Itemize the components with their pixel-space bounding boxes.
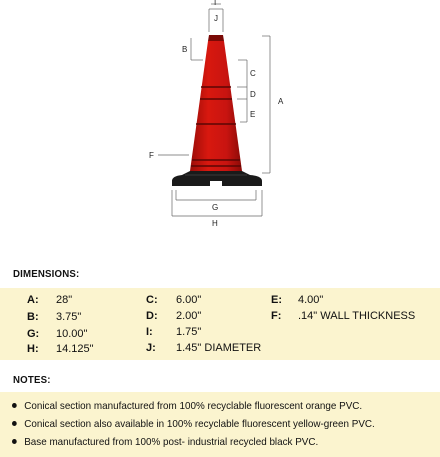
notes-list: Conical section manufactured from 100% r… bbox=[0, 392, 440, 457]
dimension-key: G: bbox=[27, 328, 40, 340]
dimension-value: 1.45" DIAMETER bbox=[176, 342, 262, 354]
dimension-value: 28" bbox=[56, 294, 73, 306]
label-b: B bbox=[182, 45, 187, 54]
dimension-value: 2.00" bbox=[176, 310, 202, 322]
label-g: G bbox=[212, 203, 218, 212]
note-item: Conical section also available in 100% r… bbox=[12, 418, 375, 430]
dimension-value: 1.75" bbox=[176, 326, 202, 338]
note-item: Conical section manufactured from 100% r… bbox=[12, 400, 362, 412]
label-e: E bbox=[250, 110, 255, 119]
cone-tip bbox=[208, 35, 224, 41]
dimensions-table: A: 28" B: 3.75" G: 10.00" H: 14.125" C: … bbox=[0, 288, 440, 360]
dimension-value: 14.125" bbox=[56, 343, 94, 355]
dimension-key: B: bbox=[27, 311, 39, 323]
note-text: Conical section also available in 100% r… bbox=[24, 418, 375, 430]
dimension-value: .14" WALL THICKNESS bbox=[298, 310, 416, 322]
label-c: C bbox=[250, 69, 256, 78]
note-item: Base manufactured from 100% post- indust… bbox=[12, 436, 318, 448]
dimension-value: 6.00" bbox=[176, 294, 202, 306]
dimension-value: 3.75" bbox=[56, 311, 82, 323]
dimension-value: 4.00" bbox=[298, 294, 324, 306]
dimension-lines bbox=[158, 3, 271, 217]
dimension-key: J: bbox=[146, 342, 156, 354]
label-i: I bbox=[214, 0, 216, 7]
label-f: F bbox=[149, 151, 154, 160]
bullet-icon bbox=[12, 402, 17, 408]
note-text: Base manufactured from 100% post- indust… bbox=[24, 436, 319, 448]
dimension-key: F: bbox=[271, 310, 282, 322]
bullet-icon bbox=[12, 420, 17, 426]
label-h: H bbox=[212, 219, 218, 228]
dimensions-heading: DIMENSIONS: bbox=[13, 268, 80, 280]
dimension-key: C: bbox=[146, 294, 158, 306]
cone-body bbox=[190, 41, 242, 171]
traffic-cone-diagram: I J B C D E A F G H bbox=[149, 0, 284, 228]
bullet-icon bbox=[12, 438, 17, 444]
label-j: J bbox=[214, 14, 218, 23]
notes-heading: NOTES: bbox=[13, 374, 51, 386]
note-text: Conical section manufactured from 100% r… bbox=[24, 400, 363, 412]
dimension-key: D: bbox=[146, 310, 158, 322]
dimension-key: E: bbox=[271, 294, 282, 306]
traffic-cone bbox=[172, 35, 262, 186]
dimension-key: A: bbox=[27, 294, 39, 306]
cone-base-notch bbox=[210, 181, 222, 186]
dimension-value: 10.00" bbox=[56, 328, 88, 340]
dimension-key: H: bbox=[27, 343, 39, 355]
label-d: D bbox=[250, 90, 256, 99]
dimension-key: I: bbox=[146, 326, 153, 338]
label-a: A bbox=[278, 97, 284, 106]
